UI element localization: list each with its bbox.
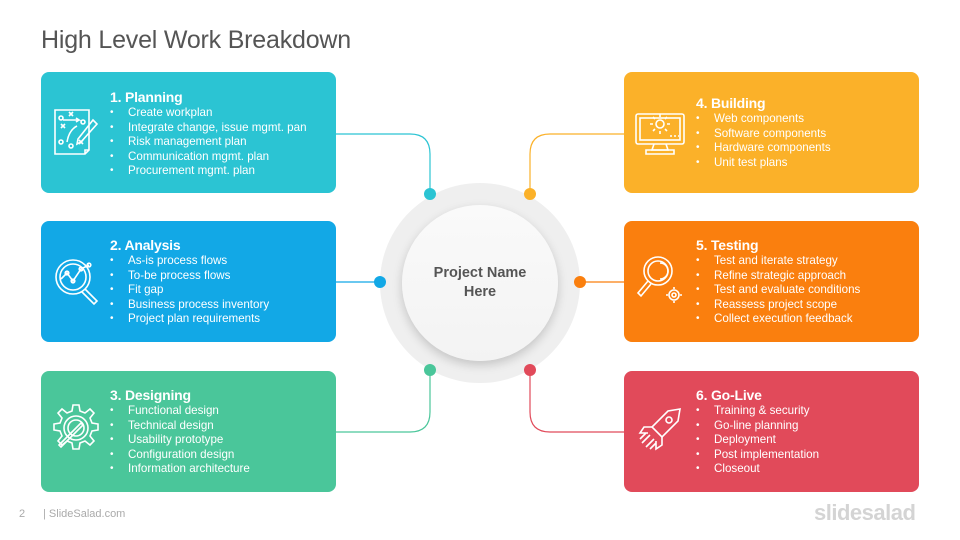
list-item: Usability prototype xyxy=(110,433,328,448)
slide-title: High Level Work Breakdown xyxy=(41,26,351,54)
phase-heading: 4. Building xyxy=(696,95,766,111)
list-item: Hardware components xyxy=(696,141,911,156)
phase-items: Functional design Technical design Usabi… xyxy=(110,404,328,477)
phase-items: Training & security Go-line planning Dep… xyxy=(696,404,911,477)
gear-pencil-icon xyxy=(53,404,99,450)
center-node: Project Name Here xyxy=(402,205,558,361)
list-item: Create workplan xyxy=(110,106,328,121)
magnifier-gear-icon xyxy=(636,256,682,303)
list-item: Go-line planning xyxy=(696,419,911,434)
phase-items: Test and iterate strategy Refine strateg… xyxy=(696,254,911,327)
list-item: Refine strategic approach xyxy=(696,269,911,284)
page-number: 2 xyxy=(19,508,26,520)
list-item: Risk management plan xyxy=(110,135,328,150)
list-item: Unit test plans xyxy=(696,156,911,171)
list-item: Integrate change, issue mgmt. pan xyxy=(110,121,328,136)
list-item: Post implementation xyxy=(696,448,911,463)
phase-heading: 1. Planning xyxy=(110,89,183,105)
project-name: Project Name Here xyxy=(433,265,527,300)
list-item: Test and iterate strategy xyxy=(696,254,911,269)
list-item: Project plan requirements xyxy=(110,312,328,327)
phase-items: Web components Software components Hardw… xyxy=(696,112,911,170)
phase-heading: 3. Designing xyxy=(110,387,191,403)
monitor-gear-icon xyxy=(635,113,685,155)
list-item: Closeout xyxy=(696,462,911,477)
list-item: Collect execution feedback xyxy=(696,312,911,327)
phase-heading: 5. Testing xyxy=(696,237,759,253)
list-item: To-be process flows xyxy=(110,269,328,284)
list-item: Configuration design xyxy=(110,448,328,463)
list-item: Deployment xyxy=(696,433,911,448)
list-item: As-is process flows xyxy=(110,254,328,269)
phase-card-analysis: 2. Analysis As-is process flows To-be pr… xyxy=(41,221,336,342)
list-item: Functional design xyxy=(110,404,328,419)
list-item: Training & security xyxy=(696,404,911,419)
phase-card-building: 4. Building Web components Software comp… xyxy=(624,72,919,193)
list-item: Information architecture xyxy=(110,462,328,477)
phase-heading: 2. Analysis xyxy=(110,237,181,253)
list-item: Web components xyxy=(696,112,911,127)
list-item: Software components xyxy=(696,127,911,142)
phase-card-testing: 5. Testing Test and iterate strategy Ref… xyxy=(624,221,919,342)
list-item: Procurement mgmt. plan xyxy=(110,164,328,179)
footer-site: | SlideSalad.com xyxy=(43,508,126,520)
phase-card-designing: 3. Designing Functional design Technical… xyxy=(41,371,336,492)
phase-card-golive: 6. Go-Live Training & security Go-line p… xyxy=(624,371,919,492)
list-item: Communication mgmt. plan xyxy=(110,150,328,165)
rocket-icon xyxy=(638,408,681,451)
phase-heading: 6. Go-Live xyxy=(696,387,762,403)
list-item: Test and evaluate conditions xyxy=(696,283,911,298)
list-item: Fit gap xyxy=(110,283,328,298)
phase-items: Create workplan Integrate change, issue … xyxy=(110,106,328,179)
magnifier-analytics-icon xyxy=(55,259,99,306)
phase-items: As-is process flows To-be process flows … xyxy=(110,254,328,327)
strategy-board-icon xyxy=(54,109,99,155)
list-item: Business process inventory xyxy=(110,298,328,313)
brand-logo: slidesalad xyxy=(814,500,916,525)
list-item: Reassess project scope xyxy=(696,298,911,313)
list-item: Technical design xyxy=(110,419,328,434)
phase-card-planning: 1. Planning Create workplan Integrate ch… xyxy=(41,72,336,193)
